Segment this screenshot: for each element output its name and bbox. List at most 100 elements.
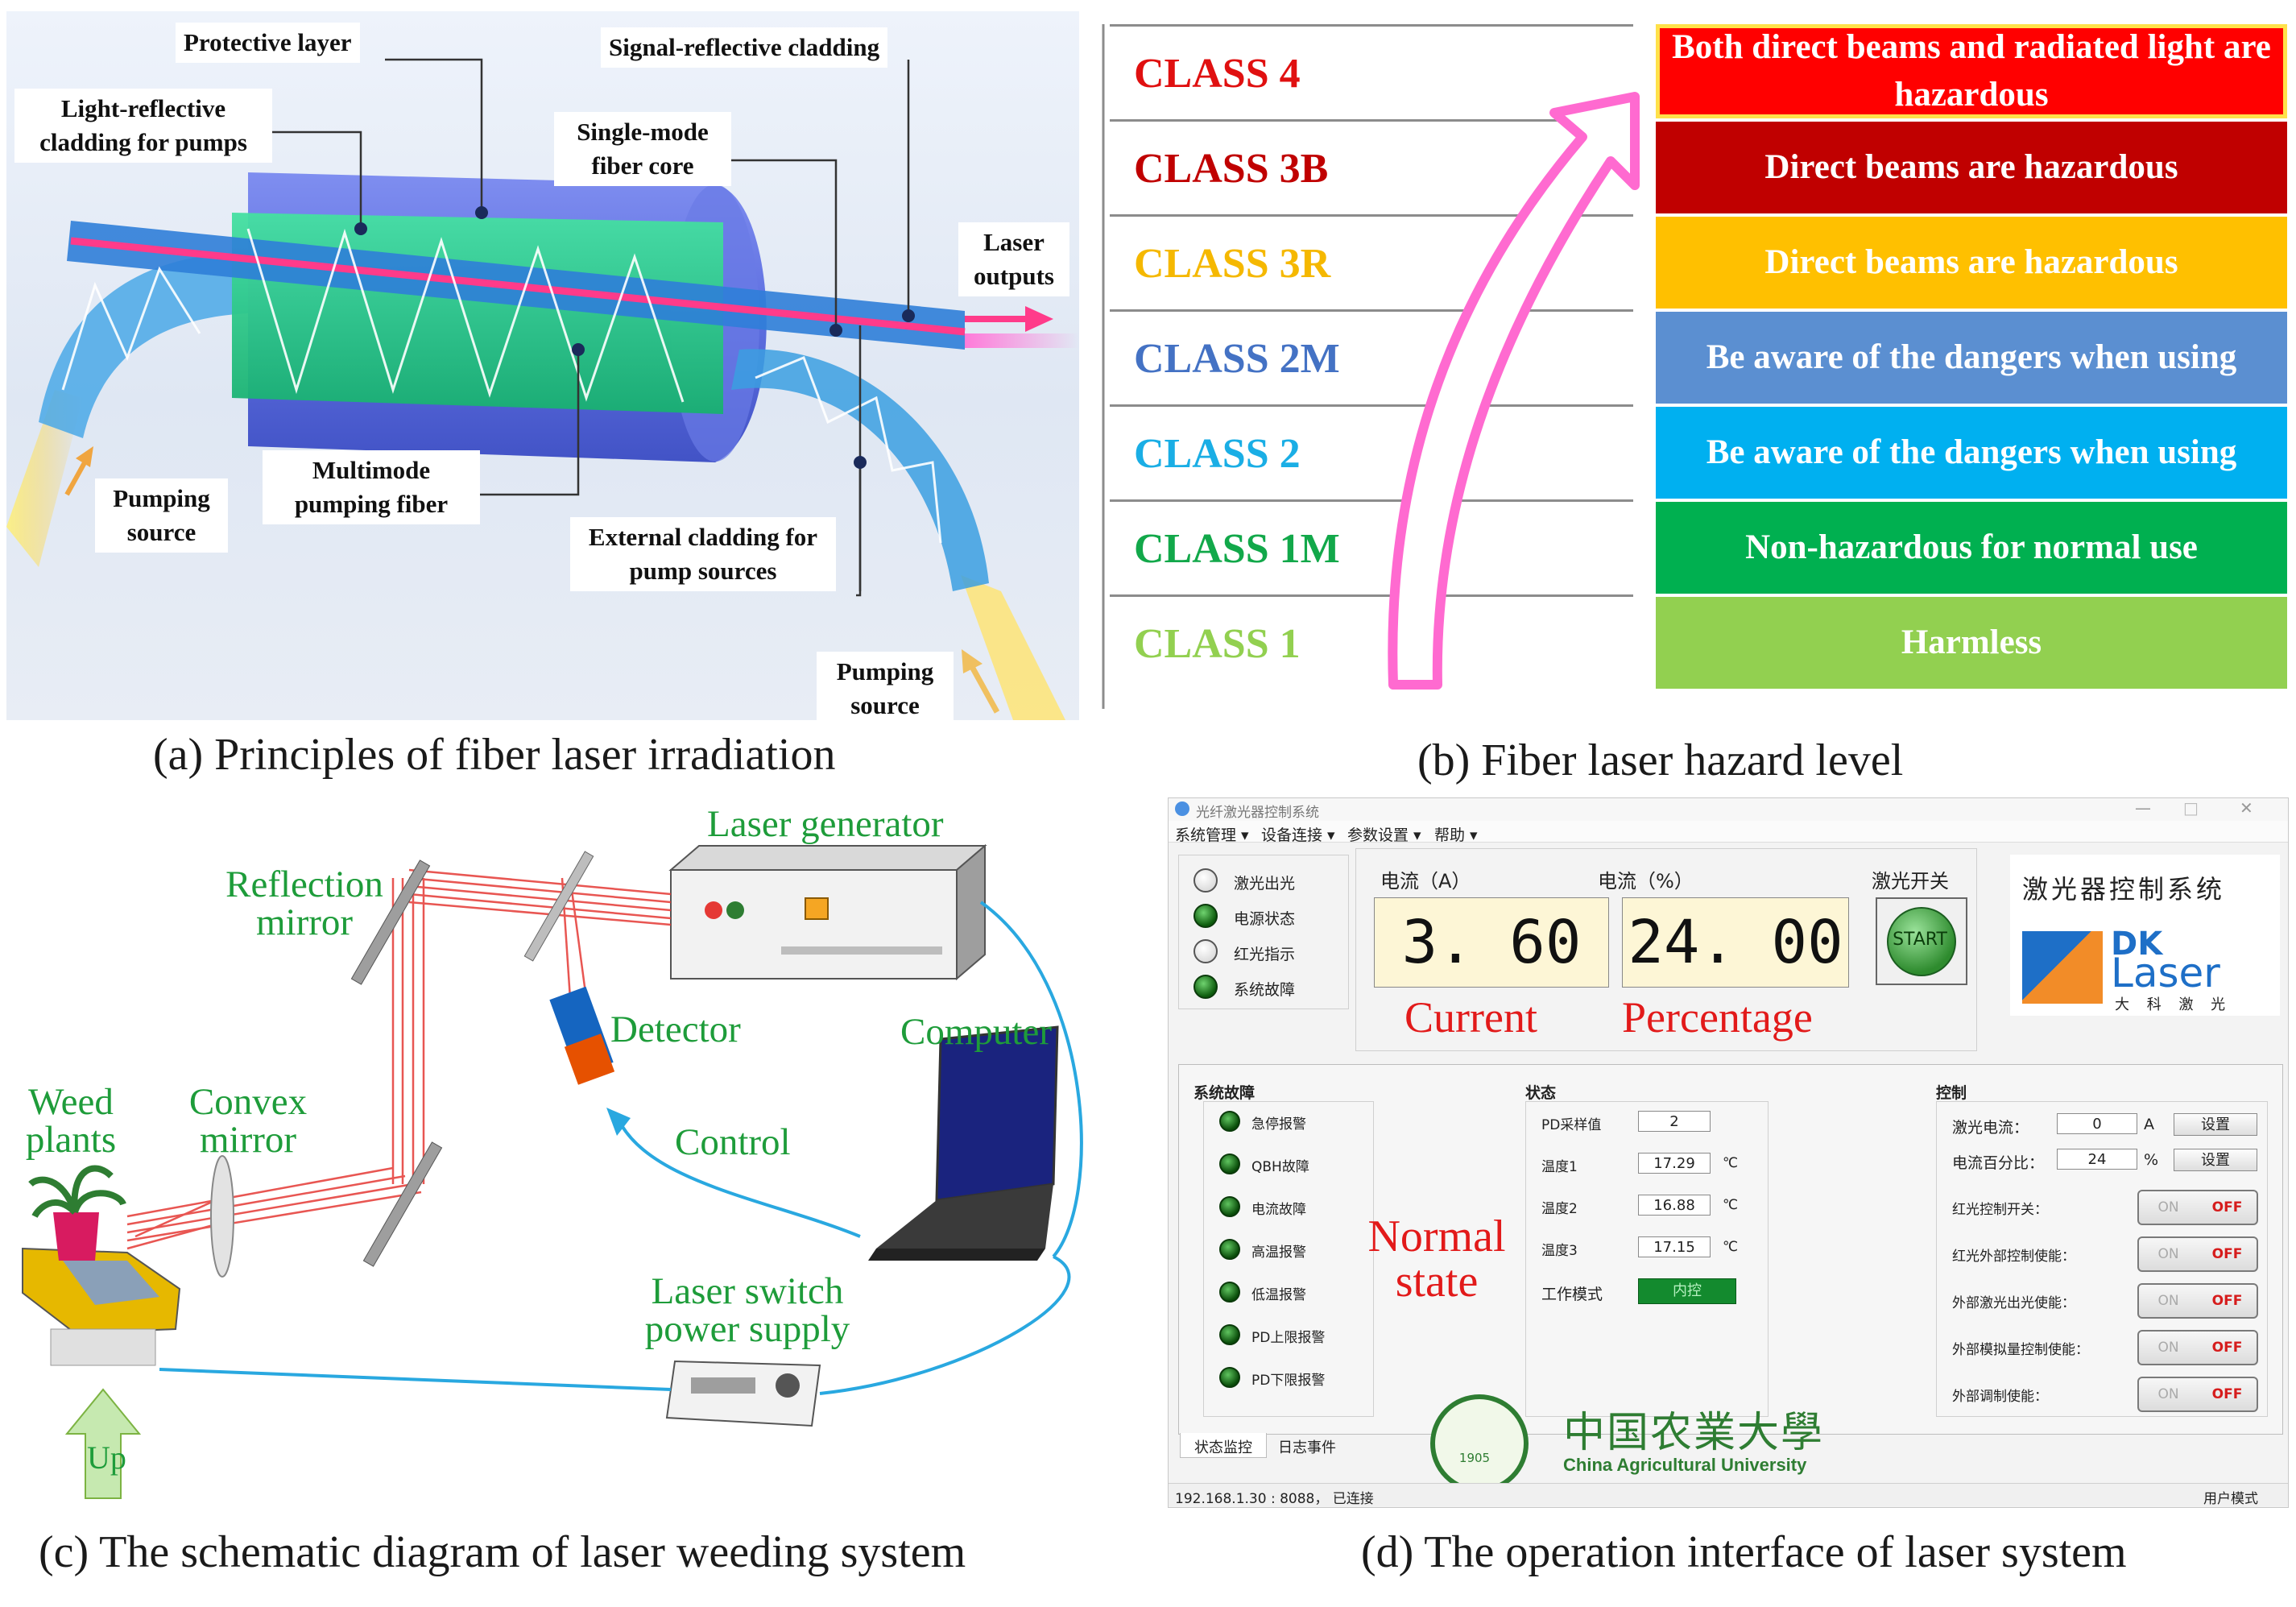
toggle-switch[interactable]: ON OFF xyxy=(2137,1377,2258,1412)
menu-bar: 系统管理 ▾ 设备连接 ▾ 参数设置 ▾ 帮助 ▾ xyxy=(1169,821,2288,844)
menu-device[interactable]: 设备连接 ▾ xyxy=(1261,826,1335,844)
status-row-value: 2 xyxy=(1638,1111,1711,1132)
label-laser-switch: Laser switch power supply xyxy=(644,1270,850,1350)
control-group: 控制 激光电流： 0 A 设置 电流百分比： 24 % 设置 红光控制开关：ON… xyxy=(1936,1077,2274,1417)
laser-control-software: 光纤激光器控制系统 — □ ✕ 系统管理 ▾ 设备连接 ▾ 参数设置 ▾ 帮助 … xyxy=(1168,797,2289,1508)
start-button[interactable]: START xyxy=(1876,897,1967,985)
toggle-on-text: ON xyxy=(2157,1293,2179,1309)
fault-led xyxy=(1219,1239,1240,1260)
label-up: Up xyxy=(87,1439,126,1476)
tab-log-events-label: 日志事件 xyxy=(1278,1439,1336,1456)
caption-a: (a) Principles of fiber laser irradiatio… xyxy=(153,730,836,780)
label-pumping-source-left: Pumping source xyxy=(95,478,228,553)
work-mode-text: 内控 xyxy=(1673,1282,1702,1299)
power-status-label: 电源状态 xyxy=(1234,910,1296,928)
system-fault-led xyxy=(1194,975,1218,999)
leader-dots xyxy=(354,206,915,469)
laser-current-unit: A xyxy=(2144,1116,2154,1133)
percent-display: 24. 00 xyxy=(1622,897,1849,988)
logo-subtitle: 大 科 激 光 xyxy=(2115,996,2232,1013)
indicator-group: 激光出光 电源状态 红光指示 系统故障 xyxy=(1178,855,1349,1009)
toggle-on-text: ON xyxy=(2157,1386,2179,1402)
label-control: Control xyxy=(675,1121,791,1163)
status-row-value: 17.15 xyxy=(1638,1236,1711,1257)
fault-label: PD下限报警 xyxy=(1251,1373,1326,1389)
laser-switch-label: 激光开关 xyxy=(1872,870,1949,893)
status-row-value: 17.29 xyxy=(1638,1153,1711,1174)
hazard-description: Be aware of the dangers when using xyxy=(1656,404,2287,499)
toggle-off-text: OFF xyxy=(2211,1386,2243,1402)
pump-arrow-right xyxy=(962,649,1000,714)
current-label: 电流（A） xyxy=(1380,870,1471,893)
set-percent-button[interactable]: 设置 xyxy=(2174,1149,2257,1171)
maximize-icon[interactable]: □ xyxy=(2183,798,2199,818)
hazard-class-name: CLASS 2 xyxy=(1110,404,1633,499)
status-row-unit: ℃ xyxy=(1723,1197,1739,1213)
label-signal-cladding: Signal-reflective cladding xyxy=(601,27,888,68)
tab-status-monitor[interactable]: 状态监控 xyxy=(1180,1433,1267,1458)
up-arrow xyxy=(64,1388,142,1499)
toggle-label: 红光外部控制使能： xyxy=(1952,1249,2075,1265)
university-seal: 1905 xyxy=(1430,1394,1529,1493)
laser-output-arrow xyxy=(965,306,1053,332)
reflection-mirror-bottom xyxy=(362,1141,443,1267)
pump-beam-right xyxy=(961,575,1065,720)
fault-list xyxy=(1203,1101,1374,1417)
minimize-icon[interactable]: — xyxy=(2135,798,2151,818)
label-single-mode: Single-mode fiber core xyxy=(554,112,731,186)
fault-label: 低温报警 xyxy=(1251,1287,1306,1303)
menu-system[interactable]: 系统管理 ▾ xyxy=(1175,826,1249,844)
status-title: 状态 xyxy=(1525,1084,1557,1102)
left-fiber-curve xyxy=(39,253,248,438)
user-mode: 用户模式 xyxy=(2203,1491,2258,1507)
caption-b: (b) Fiber laser hazard level xyxy=(1417,735,1904,785)
laser-current-label: 激光电流： xyxy=(1952,1119,2029,1137)
laser-output-led xyxy=(1194,868,1218,893)
set-current-button[interactable]: 设置 xyxy=(2174,1113,2257,1136)
fault-led xyxy=(1219,1111,1240,1132)
fault-led xyxy=(1219,1367,1240,1388)
hazard-class-name: CLASS 1 xyxy=(1110,594,1633,689)
logo-text-bottom: Laser xyxy=(2111,950,2220,996)
current-percent-input[interactable]: 24 xyxy=(2057,1149,2137,1170)
toggle-on-text: ON xyxy=(2157,1246,2179,1262)
caption-d: (d) The operation interface of laser sys… xyxy=(1361,1527,2127,1577)
tab-log-events[interactable]: 日志事件 xyxy=(1267,1433,1347,1457)
hazard-class-name: CLASS 2M xyxy=(1110,309,1633,404)
title-bar: 光纤激光器控制系统 — □ ✕ xyxy=(1169,798,2288,821)
menu-help[interactable]: 帮助 ▾ xyxy=(1434,826,1478,844)
percent-value: 24. 00 xyxy=(1628,908,1843,977)
close-icon[interactable]: ✕ xyxy=(2240,798,2253,818)
dk-logo-icon xyxy=(2022,931,2103,1004)
toggle-label: 外部激光出光使能： xyxy=(1952,1295,2075,1311)
status-row-label: 温度3 xyxy=(1541,1243,1578,1259)
toggle-off-text: OFF xyxy=(2211,1340,2243,1356)
system-fault-label: 系统故障 xyxy=(1234,981,1296,999)
weed-plant-platform xyxy=(22,1165,181,1366)
menu-params[interactable]: 参数设置 ▾ xyxy=(1347,826,1421,844)
university-name-cn: 中国农業大學 xyxy=(1563,1409,1825,1457)
hazard-description: Direct beams are hazardous xyxy=(1656,119,2287,213)
laser-current-input[interactable]: 0 xyxy=(2057,1113,2137,1134)
readout-group: 电流（A） 3. 60 电流（%） 24. 00 激光开关 START Curr… xyxy=(1355,848,1977,1051)
current-percent-unit: % xyxy=(2144,1151,2159,1169)
label-external-cladding: External cladding for pump sources xyxy=(570,517,836,591)
label-light-reflective: Light-reflective cladding for pumps xyxy=(14,89,272,163)
status-row-label: PD采样值 xyxy=(1541,1117,1602,1133)
toggle-label: 外部模拟量控制使能： xyxy=(1952,1342,2089,1358)
label-weed-plants: Weed plants xyxy=(25,1081,117,1161)
logo-text-top: DK xyxy=(2111,926,2163,963)
fault-label: 高温报警 xyxy=(1251,1245,1306,1261)
percent-note: Percentage xyxy=(1622,993,1813,1042)
